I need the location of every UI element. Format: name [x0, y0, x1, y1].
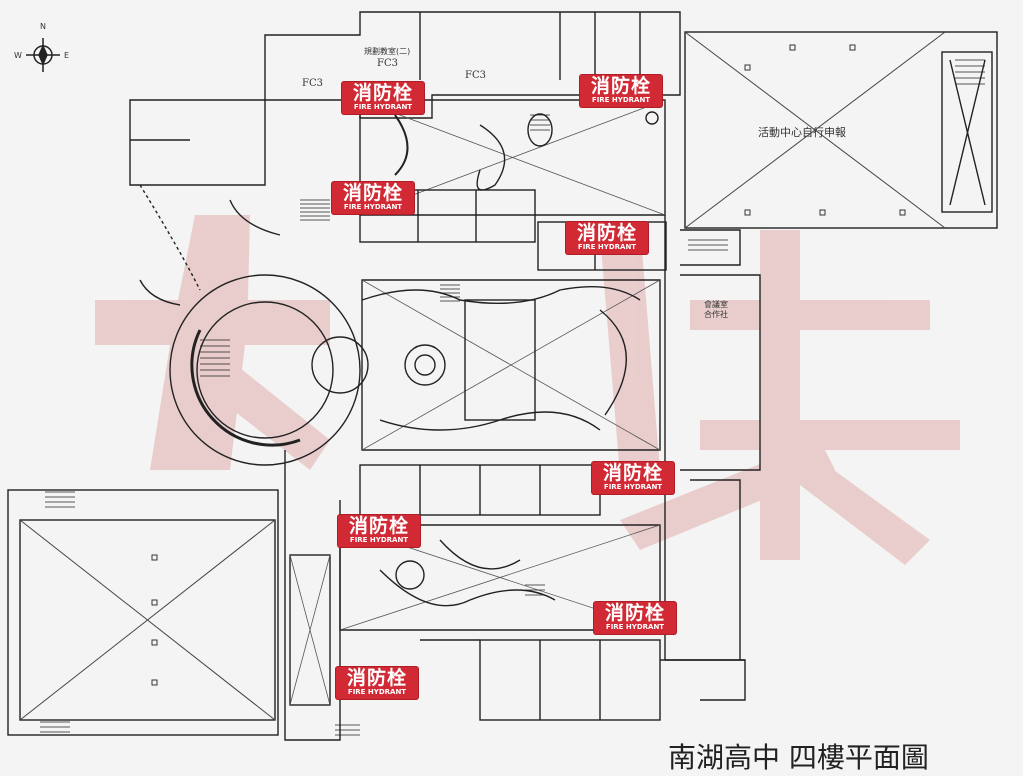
fire-hydrant-marker: 消防栓 FIRE HYDRANT — [566, 222, 648, 254]
fire-hydrant-marker: 消防栓 FIRE HYDRANT — [580, 75, 662, 107]
fire-hydrant-en: FIRE HYDRANT — [349, 536, 409, 544]
fire-hydrant-marker: 消防栓 FIRE HYDRANT — [592, 462, 674, 494]
room-label-fc3: FC3 — [377, 58, 398, 69]
fire-hydrant-en: FIRE HYDRANT — [603, 483, 663, 491]
fire-hydrant-marker: 消防栓 FIRE HYDRANT — [342, 82, 424, 114]
fire-hydrant-zh: 消防栓 — [348, 515, 409, 537]
fire-hydrant-en: FIRE HYDRANT — [591, 96, 651, 104]
fire-hydrant-marker: 消防栓 FIRE HYDRANT — [336, 667, 418, 699]
fire-hydrant-en: FIRE HYDRANT — [605, 623, 665, 631]
fire-hydrant-en: FIRE HYDRANT — [353, 103, 413, 111]
activity-center-label: 活動中心自行申報 — [758, 126, 846, 139]
compass-east-label: E — [64, 51, 70, 60]
compass-icon — [26, 38, 60, 72]
stairs — [40, 59, 985, 736]
room-label-fc3: FC3 — [302, 78, 323, 89]
fire-hydrant-zh: 消防栓 — [590, 75, 651, 97]
room-label: 規劃教室(二) — [364, 47, 411, 56]
fire-hydrant-marker: 消防栓 FIRE HYDRANT — [332, 182, 414, 214]
side-room-label: 會議室 合作社 — [704, 300, 728, 319]
plan-title: 南湖高中 四樓平面圖 — [668, 741, 929, 774]
room-label-fc3: FC3 — [465, 70, 486, 81]
fire-hydrant-zh: 消防栓 — [602, 462, 663, 484]
fire-hydrant-zh: 消防栓 — [346, 667, 407, 689]
fire-hydrant-marker: 消防栓 FIRE HYDRANT — [338, 515, 420, 547]
fire-hydrant-zh: 消防栓 — [604, 602, 665, 624]
fire-hydrant-en: FIRE HYDRANT — [347, 688, 407, 696]
fire-hydrant-marker: 消防栓 FIRE HYDRANT — [594, 602, 676, 634]
fire-hydrant-en: FIRE HYDRANT — [343, 203, 403, 211]
compass-north-label: N — [40, 22, 46, 31]
fire-hydrant-zh: 消防栓 — [342, 182, 403, 204]
watermark — [95, 215, 960, 565]
fire-hydrant-zh: 消防栓 — [576, 222, 637, 244]
columns — [151, 44, 906, 686]
fire-hydrant-zh: 消防栓 — [352, 82, 413, 104]
fire-hydrant-en: FIRE HYDRANT — [577, 243, 637, 251]
compass-west-label: W — [14, 51, 22, 60]
